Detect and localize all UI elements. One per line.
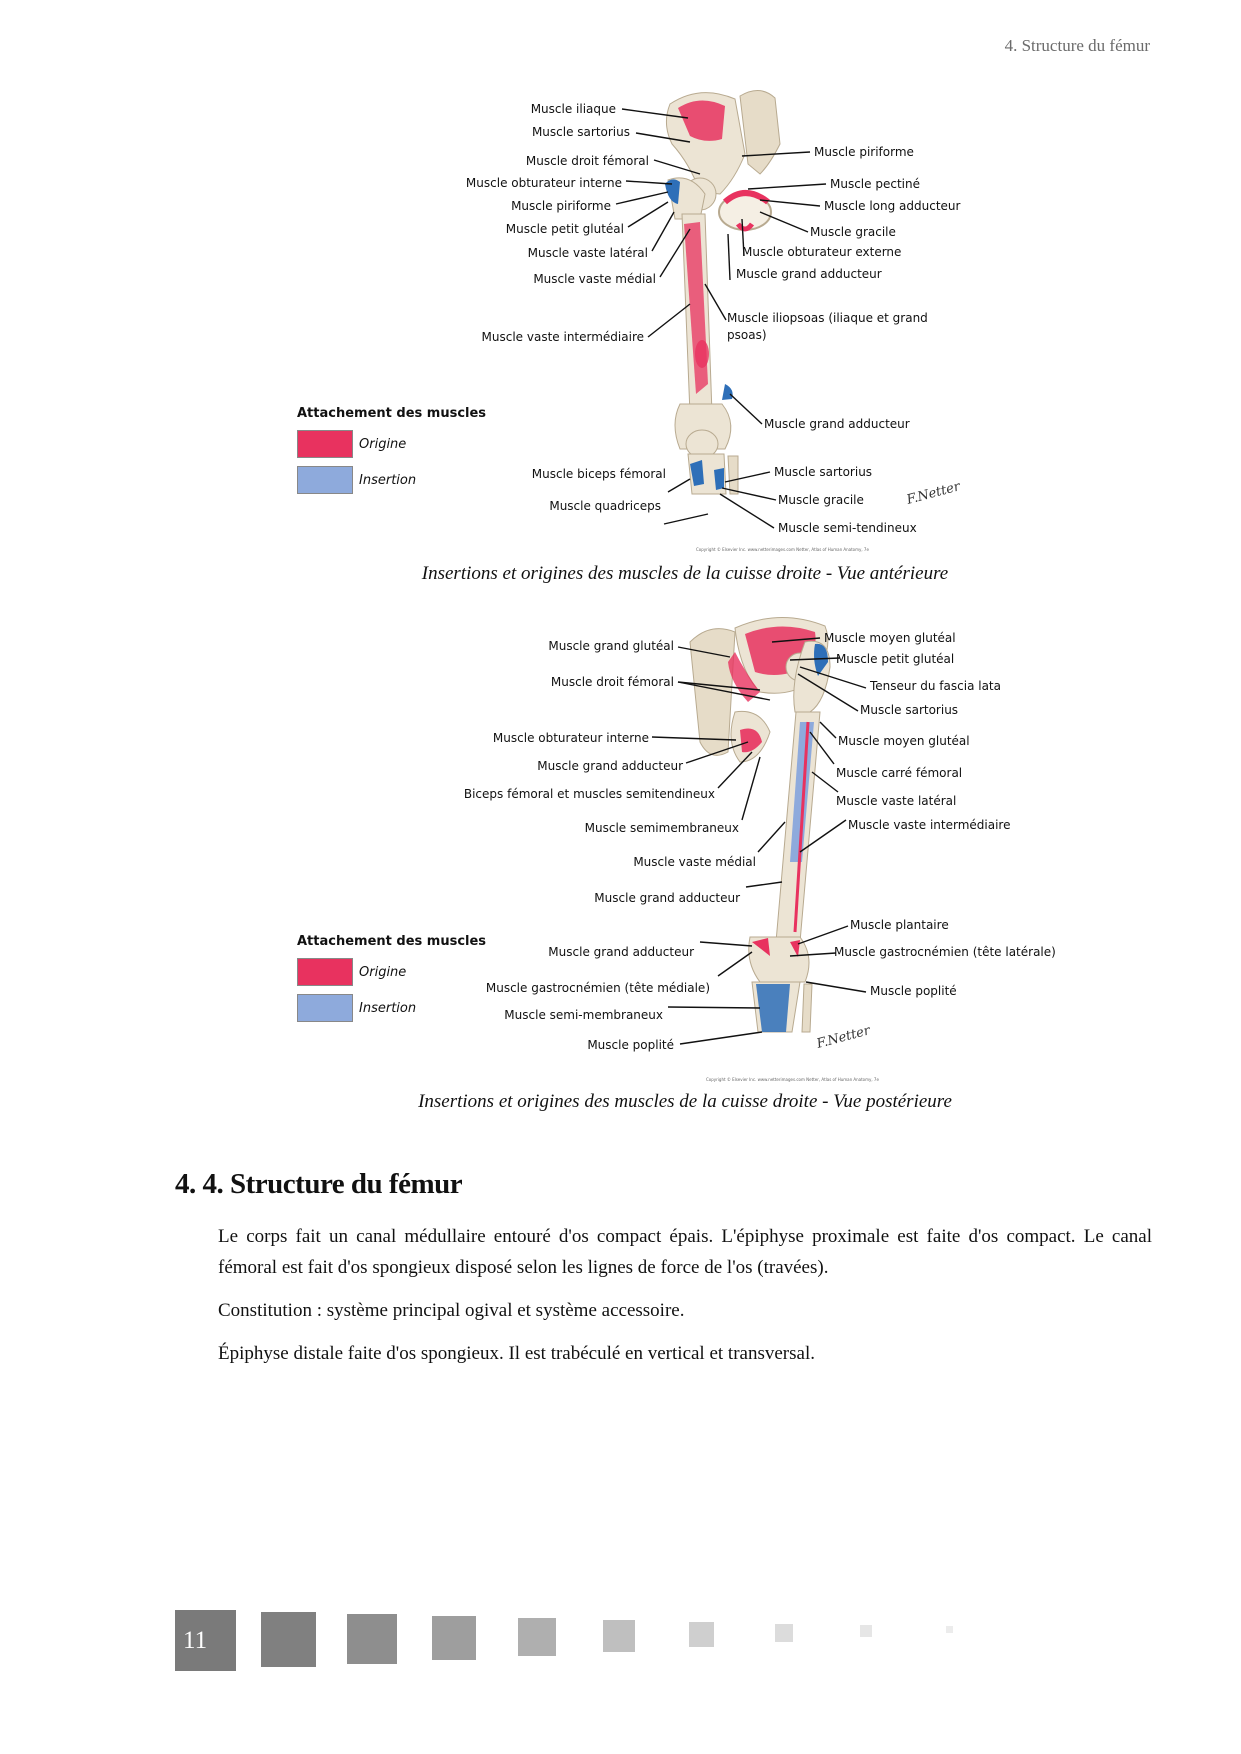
- label-muscle-grand-adducteur-2: Muscle grand adducteur: [764, 417, 910, 431]
- figure-anterior: F.Netter Muscle iliaque Muscle sartorius…: [0, 84, 1241, 556]
- legend-title: Attachement des muscles: [297, 934, 487, 949]
- label-tenseur-fascia-lata: Tenseur du fascia lata: [870, 679, 1001, 693]
- legend-insertion-label: Insertion: [359, 472, 417, 488]
- label-muscle-carre-femoral: Muscle carré fémoral: [836, 766, 963, 780]
- label-muscle-iliopsoas-cont: psoas): [727, 328, 767, 342]
- origin-swatch: [297, 958, 353, 986]
- label-muscle-sartorius: Muscle sartorius: [860, 703, 959, 717]
- label-muscle-grand-adducteur: Muscle grand adducteur: [736, 267, 882, 281]
- label-muscle-vaste-lateral: Muscle vaste latéral: [836, 794, 957, 808]
- label-muscle-biceps-femoral: Muscle biceps fémoral: [531, 467, 666, 481]
- svg-text:F.Netter: F.Netter: [904, 479, 962, 508]
- legend-insertion-row: Insertion: [297, 465, 486, 495]
- legend-origin-row: Origine: [297, 429, 486, 459]
- label-muscle-gastrocnemien-mediale: Muscle gastrocnémien (tête médiale): [485, 981, 710, 995]
- label-muscle-vaste-medial: Muscle vaste médial: [633, 855, 756, 869]
- label-muscle-quadriceps: Muscle quadriceps: [549, 499, 661, 513]
- label-muscle-iliopsoas: Muscle iliopsoas (iliaque et grand: [727, 311, 928, 325]
- label-muscle-gracile: Muscle gracile: [810, 225, 896, 239]
- legend-insertion-label: Insertion: [359, 1000, 417, 1016]
- label-muscle-droit-femoral: Muscle droit fémoral: [550, 675, 674, 689]
- svg-text:F.Netter: F.Netter: [814, 1023, 872, 1052]
- label-muscle-iliaque: Muscle iliaque: [530, 102, 616, 116]
- label-muscle-vaste-lateral: Muscle vaste latéral: [527, 246, 648, 260]
- label-muscle-long-adducteur: Muscle long adducteur: [824, 199, 961, 213]
- label-muscle-piriforme-right: Muscle piriforme: [814, 145, 914, 159]
- paragraph: Épiphyse distale faite d'os spongieux. I…: [218, 1343, 815, 1364]
- label-muscle-piriforme: Muscle piriforme: [511, 199, 611, 213]
- footer-decor-square: [432, 1616, 476, 1660]
- label-muscle-vaste-medial: Muscle vaste médial: [533, 272, 656, 286]
- label-muscle-petit-gluteal: Muscle petit glutéal: [836, 652, 955, 666]
- insertion-swatch: [297, 466, 353, 494]
- label-muscle-poplite-right: Muscle poplité: [870, 984, 957, 998]
- anterior-illustration: F.Netter: [615, 90, 962, 529]
- caption-posterior: Insertions et origines des muscles de la…: [418, 1091, 952, 1112]
- label-muscle-grand-adducteur-2: Muscle grand adducteur: [594, 891, 740, 905]
- label-muscle-vaste-intermediaire: Muscle vaste intermédiaire: [481, 330, 644, 344]
- legend-posterior: Attachement des muscles Origine Insertio…: [297, 934, 486, 1029]
- footer-decor-square: [261, 1612, 316, 1667]
- legend-origin-row: Origine: [297, 957, 486, 987]
- copyright-anterior: Copyright © Elsevier Inc. www.netterimag…: [696, 547, 869, 552]
- label-muscle-gastrocnemien-laterale: Muscle gastrocnémien (tête latérale): [834, 945, 1056, 959]
- label-muscle-sartorius-right: Muscle sartorius: [774, 465, 873, 479]
- legend-anterior: Attachement des muscles Origine Insertio…: [297, 406, 486, 501]
- label-muscle-petit-gluteal: Muscle petit glutéal: [505, 222, 624, 236]
- label-muscle-semimembraneux: Muscle semimembraneux: [584, 821, 739, 835]
- label-muscle-sartorius: Muscle sartorius: [531, 125, 630, 139]
- footer-decor-square: [518, 1618, 556, 1656]
- legend-insertion-row: Insertion: [297, 993, 486, 1023]
- origin-swatch: [297, 430, 353, 458]
- label-muscle-grand-adducteur-3: Muscle grand adducteur: [548, 945, 694, 959]
- label-muscle-semi-membraneux: Muscle semi-membraneux: [504, 1008, 663, 1022]
- label-muscle-gracile-right: Muscle gracile: [778, 493, 864, 507]
- legend-title: Attachement des muscles: [297, 406, 487, 421]
- copyright-posterior: Copyright © Elsevier Inc. www.netterimag…: [706, 1077, 879, 1082]
- legend-origin-label: Origine: [359, 436, 407, 452]
- label-muscle-plantaire: Muscle plantaire: [850, 918, 949, 932]
- label-muscle-moyen-gluteal: Muscle moyen glutéal: [824, 631, 956, 645]
- footer-decor-square: [689, 1622, 714, 1647]
- figure-posterior: F.Netter Muscle grand glutéal Muscle dro…: [0, 612, 1241, 1096]
- label-muscle-grand-adducteur-1: Muscle grand adducteur: [537, 759, 683, 773]
- label-muscle-poplite-left: Muscle poplité: [587, 1038, 674, 1052]
- paragraph: Constitution : système principal ogival …: [218, 1300, 685, 1321]
- posterior-illustration: F.Netter: [651, 617, 872, 1052]
- legend-origin-label: Origine: [359, 964, 407, 980]
- footer-decor-square: [946, 1626, 953, 1633]
- footer-decor-square: [603, 1620, 635, 1652]
- running-header: 4. Structure du fémur: [1004, 36, 1150, 55]
- footer-decor-square: [860, 1625, 872, 1637]
- label-biceps-semitendineux: Biceps fémoral et muscles semitendineux: [463, 787, 715, 801]
- label-muscle-semi-tendineux: Muscle semi-tendineux: [778, 521, 917, 535]
- page-footer: 11: [175, 1610, 975, 1674]
- label-muscle-obturateur-interne: Muscle obturateur interne: [492, 731, 649, 745]
- caption-anterior: Insertions et origines des muscles de la…: [421, 563, 949, 584]
- section-body: Le corps fait un canal médullaire entour…: [218, 1221, 1152, 1381]
- insertion-swatch: [297, 994, 353, 1022]
- label-muscle-pectine: Muscle pectiné: [830, 177, 920, 191]
- paragraph: Le corps fait un canal médullaire entour…: [218, 1226, 1152, 1278]
- label-muscle-obturateur-externe: Muscle obturateur externe: [742, 245, 902, 259]
- label-muscle-obturateur-interne: Muscle obturateur interne: [465, 176, 622, 190]
- page-number: 11: [175, 1610, 236, 1671]
- footer-decor-square: [347, 1614, 397, 1664]
- section-heading: 4. 4. Structure du fémur: [175, 1168, 463, 1200]
- label-muscle-droit-femoral: Muscle droit fémoral: [525, 154, 649, 168]
- label-muscle-vaste-intermediaire: Muscle vaste intermédiaire: [848, 818, 1011, 832]
- label-muscle-moyen-gluteal-2: Muscle moyen glutéal: [838, 734, 970, 748]
- footer-decor-square: [775, 1624, 793, 1642]
- label-muscle-grand-gluteal: Muscle grand glutéal: [548, 639, 674, 653]
